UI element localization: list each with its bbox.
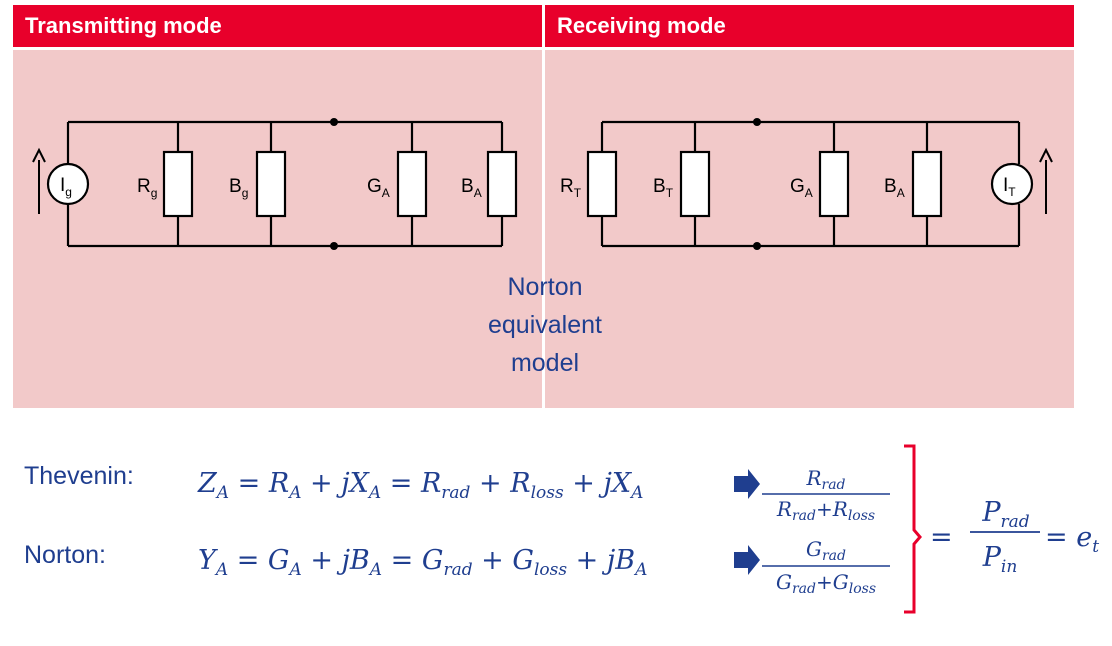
result-numerator: Prad: [981, 497, 1029, 532]
resistor-bt: [679, 150, 711, 218]
receiving-mode-header: Receiving mode: [545, 5, 1074, 47]
resistor-ga: [818, 150, 850, 218]
brace-bracket: [904, 444, 922, 614]
current-arrow-icon: [32, 147, 46, 214]
resistor-rg: [162, 150, 194, 218]
label-rg: Rg: [137, 176, 157, 200]
label-bt: BT: [653, 176, 674, 200]
equations: ZA = RA + jXA = Rrad + Rloss + jXA Rrad …: [197, 444, 1099, 614]
junction-dot: [330, 242, 338, 250]
label-it: IT: [1003, 175, 1016, 199]
resistor-ba: [486, 150, 518, 218]
circuit-diagrams: Ig Rg Bg GA BA RT BT GA BA IT: [32, 118, 1053, 250]
transmitting-panel: [13, 50, 542, 408]
norton-equivalent-label: Norton equivalent model: [488, 273, 602, 377]
transmit-circuit: Ig Rg Bg GA BA: [32, 118, 518, 250]
equals-sign: =: [930, 522, 953, 553]
receive-circuit: RT BT GA BA IT: [560, 118, 1053, 250]
transmitting-mode-header: Transmitting mode: [13, 5, 542, 47]
thevenin-fraction-num: Rrad: [805, 466, 845, 493]
resistor-rt: [586, 150, 618, 218]
norton-fraction-num: Grad: [806, 537, 846, 564]
label-bg: Bg: [229, 176, 248, 200]
label-ga: GA: [790, 176, 813, 200]
thevenin-label: Thevenin:: [24, 462, 134, 490]
label-ga: GA: [367, 176, 390, 200]
junction-dot: [753, 118, 761, 126]
norton-fraction-den: Grad+Gloss: [776, 570, 876, 597]
thevenin-fraction-den: Rrad+Rloss: [776, 497, 875, 524]
resistor-ba: [911, 150, 943, 218]
junction-dot: [753, 242, 761, 250]
norton-equation: YA = GA + jBA = Grad + Gloss + jBA: [198, 545, 647, 580]
label-rt: RT: [560, 176, 582, 200]
resistor-bg: [255, 150, 287, 218]
junction-dot: [330, 118, 338, 126]
current-source-it: [990, 162, 1034, 206]
arrow-right-icon: [734, 545, 760, 575]
thevenin-equation: ZA = RA + jXA = Rrad + Rloss + jXA: [197, 468, 643, 503]
panel-divider: [542, 5, 545, 408]
norton-label: Norton:: [24, 541, 106, 569]
label-ig: Ig: [60, 175, 72, 199]
receiving-panel: [545, 50, 1074, 408]
arrow-right-icon: [734, 469, 760, 499]
label-ba: BA: [461, 176, 482, 200]
current-arrow-icon: [1039, 147, 1053, 214]
current-source-ig: [46, 162, 90, 206]
result-denominator: Pin: [982, 542, 1018, 577]
result-efficiency: = et: [1045, 522, 1099, 557]
resistor-ga: [396, 150, 428, 218]
label-ba: BA: [884, 176, 905, 200]
